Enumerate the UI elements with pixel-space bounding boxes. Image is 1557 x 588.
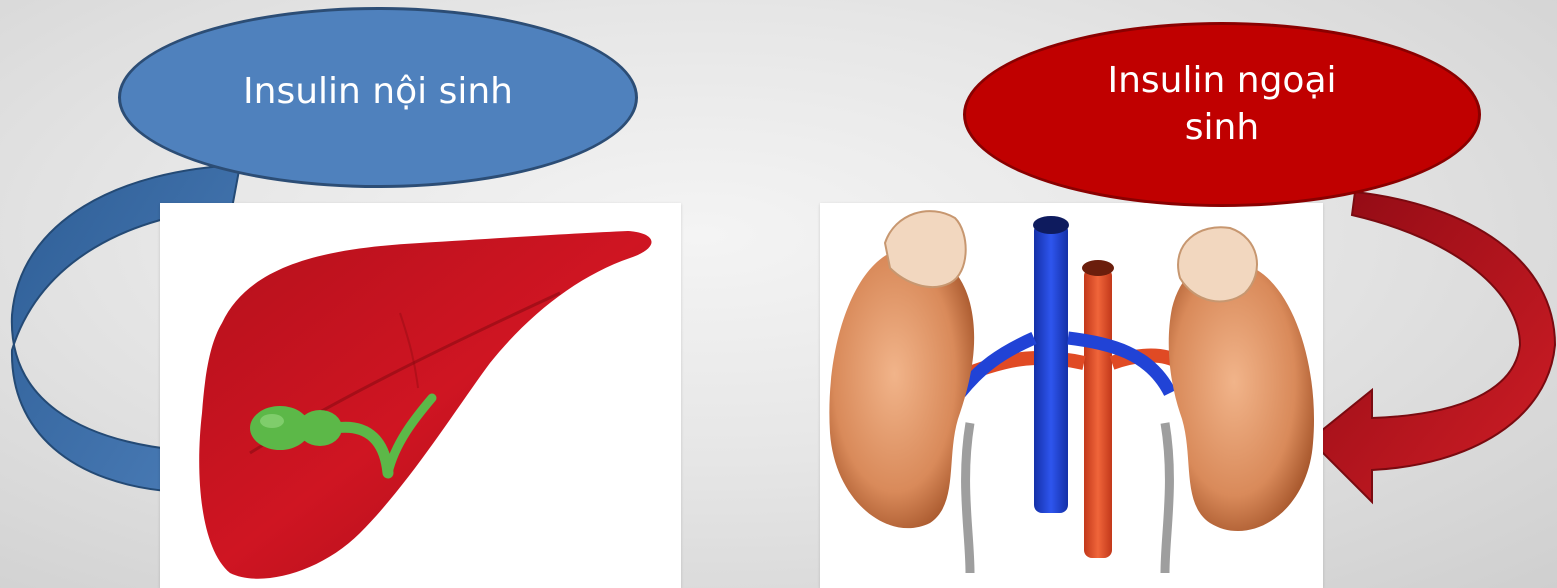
- endogenous-insulin-label: Insulin nội sinh: [118, 7, 638, 188]
- exogenous-insulin-label: Insulin ngoại sinh: [963, 22, 1481, 207]
- kidney-image-panel: [820, 203, 1323, 588]
- liver-image-panel: [160, 203, 681, 588]
- endogenous-insulin-text: Insulin nội sinh: [243, 69, 513, 116]
- kidneys-illustration: [820, 203, 1323, 588]
- exogenous-insulin-text: Insulin ngoại sinh: [1086, 58, 1358, 152]
- liver-illustration: [160, 203, 681, 588]
